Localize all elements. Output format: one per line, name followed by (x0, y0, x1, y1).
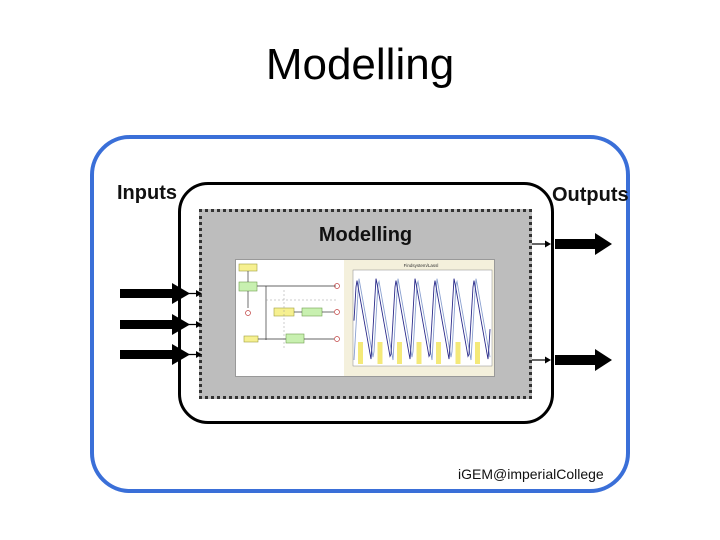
plot-highlight-band (475, 342, 480, 364)
output-arrow-2 (532, 349, 612, 371)
plot-highlight-band (455, 342, 461, 364)
plot-highlight-band (377, 342, 383, 364)
outer-frame (90, 135, 630, 493)
plot-highlight-band (397, 342, 402, 364)
plot-highlight-band (436, 342, 441, 364)
node-1 (334, 283, 340, 289)
input-arrow-3 (120, 344, 202, 365)
block-diagram-panel (236, 260, 344, 376)
node-3 (334, 336, 340, 342)
output-arrow-1 (532, 233, 612, 255)
simulation-screenshot-graphic: Findsystem/Lassl (236, 260, 494, 376)
slide-title: Modelling (265, 40, 455, 89)
plot-highlight-band (358, 342, 363, 364)
outputs-label: Outputs (552, 184, 629, 206)
input-arrow-2 (120, 314, 202, 335)
simulation-screenshot: Findsystem/Lassl (235, 259, 495, 377)
plot-series-line (353, 278, 491, 360)
block-e (285, 333, 305, 344)
modelling-box-title: Modelling (318, 224, 413, 246)
input-arrow-1 (120, 283, 202, 304)
plot-series-line (353, 278, 491, 361)
plot-highlight-band (416, 342, 422, 364)
inputs-label: Inputs (117, 182, 177, 204)
footer-credit: iGEM@imperialCollege (458, 466, 604, 482)
oscillation-curves (353, 278, 491, 364)
node-2 (334, 309, 340, 315)
plot-title: Findsystem/Lassl (404, 263, 439, 268)
node-4 (245, 310, 251, 316)
